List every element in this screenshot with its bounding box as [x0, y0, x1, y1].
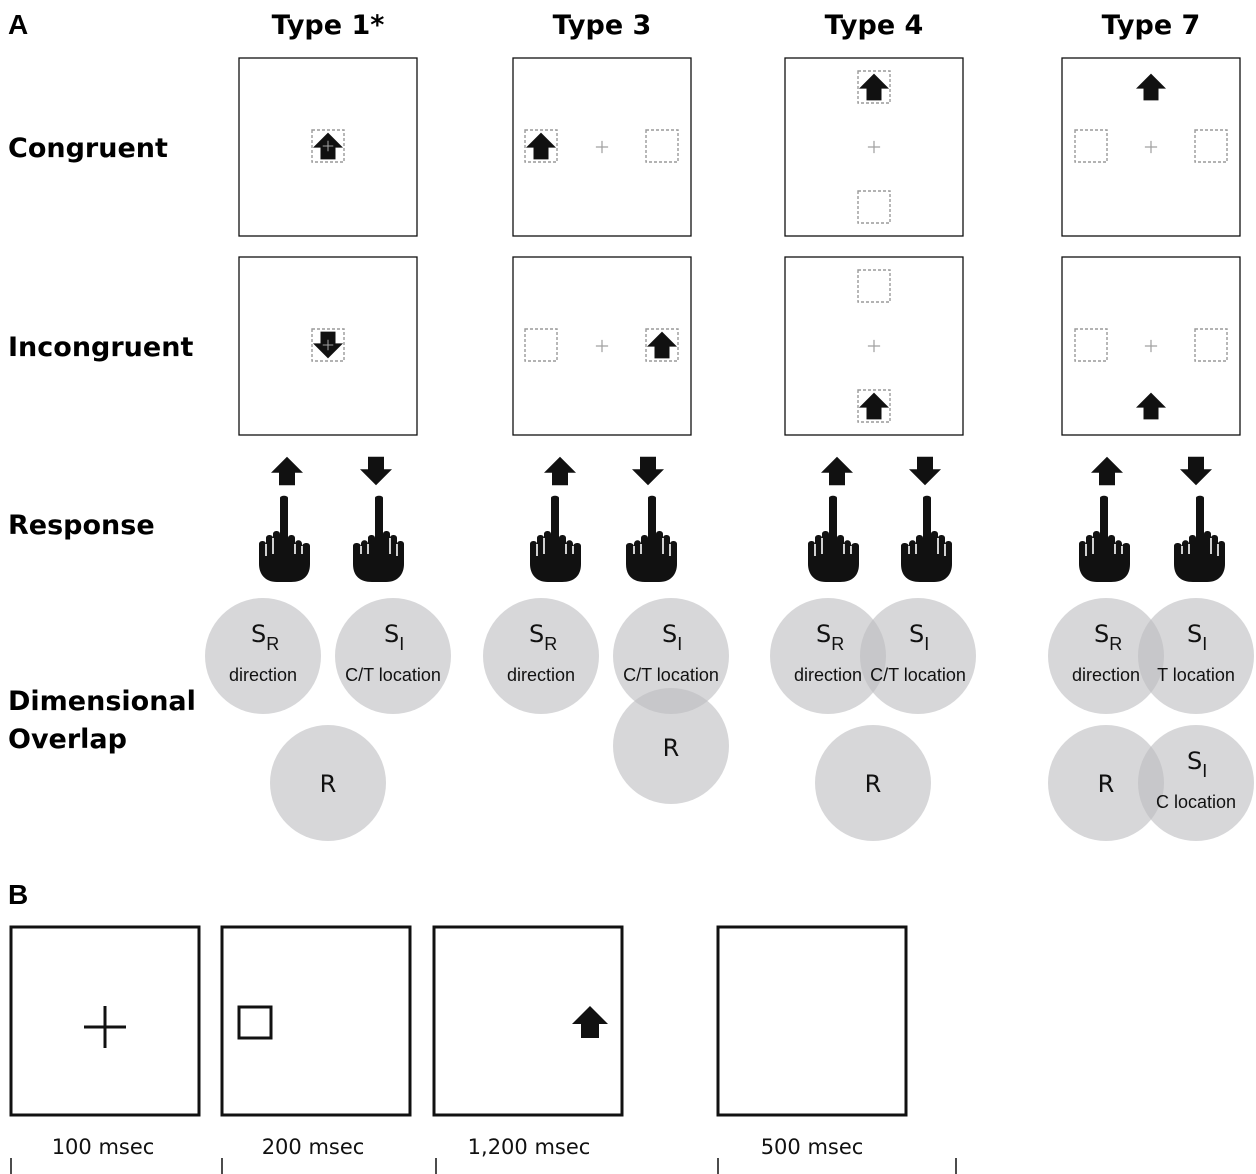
timeline-ticks: [10, 1158, 957, 1174]
response-type4: [807, 456, 953, 583]
congruent-type7-frame: [1061, 57, 1241, 237]
circle-r-type4: [815, 725, 931, 841]
si-label: SI: [1187, 747, 1207, 781]
frame-target: [432, 925, 624, 1117]
sr-label: SR: [529, 620, 557, 654]
column-title-type4: Type 4: [825, 10, 924, 41]
r-label: R: [663, 734, 680, 762]
hand-up-icon: [258, 494, 311, 583]
panel-a-letter: A: [8, 9, 28, 40]
column-title-type7: Type 7: [1102, 10, 1201, 41]
down-arrow-icon: [1180, 456, 1212, 486]
row-label-dimensional: Dimensional: [8, 686, 196, 717]
hand-down-icon: [625, 494, 678, 583]
response-type7: [1078, 456, 1226, 583]
hand-up-icon: [529, 494, 582, 583]
circle-si-type7: [1138, 598, 1254, 714]
c-location-label: C location: [1156, 792, 1236, 812]
column-title-type1: Type 1*: [272, 10, 385, 41]
ct-location-label: C/T location: [870, 665, 966, 685]
direction-label: direction: [1072, 665, 1140, 685]
circle-r-type7: [1048, 725, 1164, 841]
hand-down-icon: [1173, 494, 1226, 583]
ct-location-label: C/T location: [345, 665, 441, 685]
timing-label-fixation: 100 msec: [52, 1135, 155, 1159]
incongruent-type7-frame: [1061, 256, 1241, 436]
down-arrow-icon: [632, 456, 664, 486]
up-arrow-icon: [1091, 456, 1123, 486]
up-arrow-icon: [544, 456, 576, 486]
ct-location-label: C/T location: [623, 665, 719, 685]
si-label: SI: [384, 620, 404, 654]
incongruent-type3-frame: [512, 256, 692, 436]
row-label-incongruent: Incongruent: [8, 332, 193, 363]
circle-si-type3: [613, 598, 729, 714]
circle-si-c-type7: [1138, 725, 1254, 841]
direction-label: direction: [507, 665, 575, 685]
response-type1: [258, 456, 405, 583]
t-location-label: T location: [1157, 665, 1235, 685]
timing-label-cue: 200 msec: [262, 1135, 365, 1159]
sr-label: SR: [251, 620, 279, 654]
panel-b-letter: B: [8, 879, 28, 910]
r-label: R: [320, 770, 337, 798]
timing-label-blank: 500 msec: [761, 1135, 864, 1159]
r-label: R: [1098, 770, 1115, 798]
timing-label-target: 1,200 msec: [468, 1135, 591, 1159]
sr-label: SR: [816, 620, 844, 654]
column-title-type3: Type 3: [553, 10, 652, 41]
frame-cue: [220, 925, 412, 1117]
row-label-congruent: Congruent: [8, 133, 168, 164]
r-label: R: [865, 770, 882, 798]
hand-up-icon: [1078, 494, 1131, 583]
frame-blank: [716, 925, 908, 1117]
direction-label: direction: [794, 665, 862, 685]
frame-fixation: [9, 925, 201, 1117]
incongruent-type4-frame: [784, 256, 964, 436]
circle-si-type4: [860, 598, 976, 714]
row-label-overlap: Overlap: [8, 724, 127, 755]
si-label: SI: [909, 620, 929, 654]
circle-sr-type1: [205, 598, 321, 714]
congruent-type3-frame: [512, 57, 692, 237]
circle-r-type1: [270, 725, 386, 841]
down-arrow-icon: [360, 456, 392, 486]
circle-sr-type3: [483, 598, 599, 714]
circle-sr-type4: [770, 598, 886, 714]
congruent-type1-frame: [238, 57, 418, 237]
hand-down-icon: [352, 494, 405, 583]
circle-r-type3: [613, 688, 729, 804]
congruent-type4-frame: [784, 57, 964, 237]
up-arrow-icon: [821, 456, 853, 486]
down-arrow-icon: [909, 456, 941, 486]
sr-label: SR: [1094, 620, 1122, 654]
incongruent-type1-frame: [238, 256, 418, 436]
hand-up-icon: [807, 494, 860, 583]
up-arrow-icon: [271, 456, 303, 486]
circle-sr-type7: [1048, 598, 1164, 714]
direction-label: direction: [229, 665, 297, 685]
response-type3: [529, 456, 678, 583]
si-label: SI: [1187, 620, 1207, 654]
si-label: SI: [662, 620, 682, 654]
hand-down-icon: [900, 494, 953, 583]
circle-si-type1: [335, 598, 451, 714]
row-label-response: Response: [8, 510, 155, 541]
